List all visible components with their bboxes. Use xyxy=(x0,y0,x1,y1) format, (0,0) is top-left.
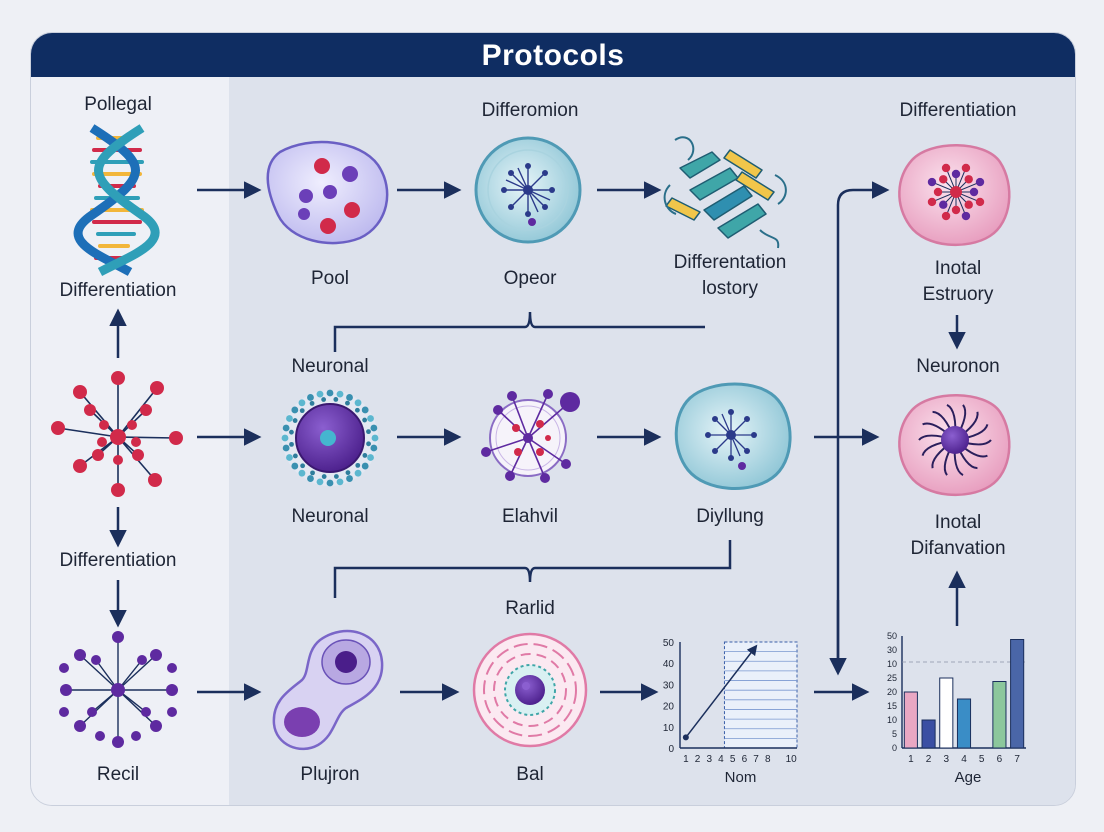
opeor-cell-icon xyxy=(474,136,582,244)
line-chart-x-tick-label: 2 xyxy=(695,754,701,765)
line-chart-x-tick-label: 3 xyxy=(706,754,712,765)
dna-helix-icon xyxy=(73,124,160,276)
label-difanvation: Difanvation xyxy=(910,538,1006,559)
line-chart-x-tick-label: 5 xyxy=(730,754,736,765)
bar-chart-y-tick-label: 5 xyxy=(892,729,897,739)
bar-chart-x-axis-label: Age xyxy=(955,769,982,786)
label-inotal-2: Inotal xyxy=(934,512,982,533)
bal-cell-icon xyxy=(472,632,588,748)
line-chart-x-tick-label: 6 xyxy=(742,754,748,765)
line-chart-x-tick-label: 4 xyxy=(718,754,724,765)
line-chart-x-tick-label: 10 xyxy=(786,754,798,765)
line-chart-x-tick-label: 8 xyxy=(765,754,771,765)
bar-chart-y-tick-label: 15 xyxy=(887,701,897,711)
pool-cell-icon xyxy=(266,140,389,245)
line-chart-y-tick-label: 20 xyxy=(663,702,675,713)
elahvil-cell-icon xyxy=(481,389,580,483)
bar-chart-x-tick-label: 7 xyxy=(1014,754,1020,765)
label-differentiation-right: Differentiation xyxy=(899,100,1017,121)
plujron-cell-icon xyxy=(272,629,384,751)
label-differentation: Differentation xyxy=(673,252,787,273)
bar-chart-y-tick-label: 20 xyxy=(887,687,897,697)
bar-chart-bar xyxy=(1010,639,1025,749)
bar-chart-y-tick-label: 50 xyxy=(887,631,897,641)
red-node-network-icon xyxy=(51,371,183,497)
label-pollegal: Pollegal xyxy=(84,94,152,115)
header-bar: Protocols xyxy=(31,33,1075,77)
label-differomion: Differomion xyxy=(481,100,579,121)
label-lostory: lostory xyxy=(702,278,758,299)
brace-row2 xyxy=(333,540,732,598)
connector-arrows xyxy=(109,181,966,701)
diyllung-cell-icon xyxy=(674,382,792,490)
line-chart-series-line xyxy=(685,644,758,738)
neuronon-pink-cell-icon xyxy=(898,394,1011,497)
label-diyllung: Diyllung xyxy=(696,506,764,527)
label-neuronon: Neuronon xyxy=(916,356,1000,377)
page-title: Protocols xyxy=(481,39,625,72)
bar-chart-x-tick-label: 4 xyxy=(961,754,967,765)
bar-chart-bar xyxy=(921,719,936,749)
line-chart-x-tick-label: 7 xyxy=(753,754,759,765)
line-chart-y-tick-label: 50 xyxy=(663,638,675,649)
bar-chart-bar xyxy=(903,691,918,749)
label-elahvil: Elahvil xyxy=(502,506,558,527)
bar-chart-y-tick-label: 10 xyxy=(887,715,897,725)
line-chart-y-tick-label: 40 xyxy=(663,659,675,670)
bar-chart-x-tick-label: 2 xyxy=(926,754,932,765)
label-pool: Pool xyxy=(310,268,350,289)
bar-chart-bar xyxy=(939,677,954,749)
purple-node-network-icon xyxy=(59,631,178,748)
arrow-vertical-to-top xyxy=(836,181,890,672)
label-inotal-1: Inotal xyxy=(934,258,982,279)
bar-chart-y-tick-label: 25 xyxy=(887,673,897,683)
bar-chart-y-tick-label: 30 xyxy=(887,645,897,655)
bar-chart-y-tick-label: 10 xyxy=(887,659,897,669)
bar-chart-x-tick-label: 6 xyxy=(997,754,1003,765)
brace-row1 xyxy=(333,311,705,352)
label-plujron: Plujron xyxy=(300,764,360,785)
line-chart-y-tick-label: 10 xyxy=(663,723,675,734)
protein-structure-icon xyxy=(663,136,787,249)
bar-chart-bar xyxy=(956,698,972,749)
line-chart-x-axis-label: Nom xyxy=(725,769,757,786)
bar-chart-x-tick-label: 1 xyxy=(908,754,914,765)
line-chart-y-tick-label: 0 xyxy=(668,744,674,755)
label-rarlid: Rarlid xyxy=(505,598,555,619)
label-neuronal-top: Neuronal xyxy=(291,356,369,377)
bar-chart-bar xyxy=(992,681,1007,749)
label-differentiation-left-2: Differentiation xyxy=(59,550,177,571)
label-bal: Bal xyxy=(516,764,544,785)
bar-chart-x-tick-label: 5 xyxy=(979,754,985,765)
neuronal-cell-icon xyxy=(281,389,379,487)
label-neuronal: Neuronal xyxy=(291,506,369,527)
bar-chart-y-tick-label: 0 xyxy=(892,743,897,753)
line-chart-y-tick-label: 30 xyxy=(663,680,675,691)
label-differentiation-left-1: Differentiation xyxy=(59,280,177,301)
label-recil: Recil xyxy=(96,764,140,785)
label-estruory: Estruory xyxy=(922,284,994,305)
line-chart-x-tick-label: 1 xyxy=(683,754,689,765)
estruory-pink-cell-icon xyxy=(898,144,1011,247)
label-opeor: Opeor xyxy=(503,268,557,289)
line-chart-highlight-band xyxy=(723,641,798,749)
line-chart-point xyxy=(682,734,689,741)
bar-chart-x-tick-label: 3 xyxy=(944,754,950,765)
